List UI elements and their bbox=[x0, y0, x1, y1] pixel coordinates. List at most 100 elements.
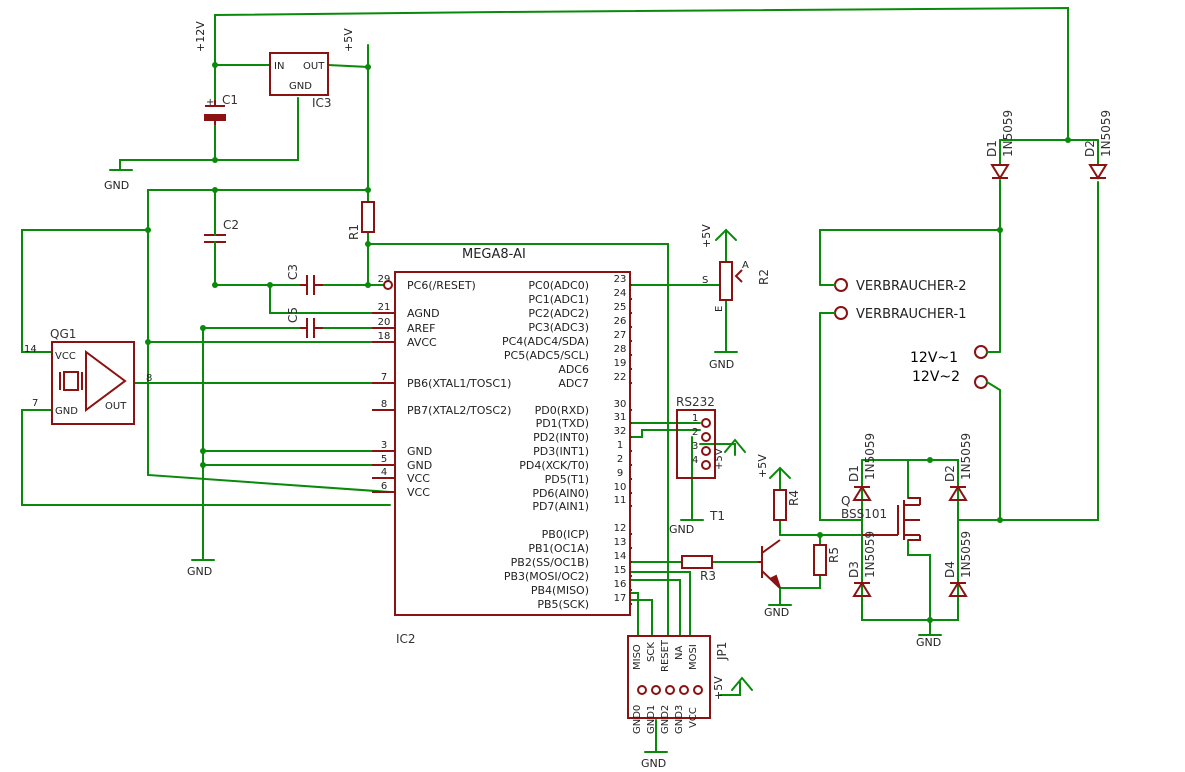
svg-text:OUT: OUT bbox=[105, 401, 127, 412]
gnd-symbol-transistor: GND bbox=[764, 604, 792, 619]
mcu-right-pin-label: PB2(SS/OC1B) bbox=[511, 556, 589, 569]
diode-d3-bridge: D3 1N5059 bbox=[847, 531, 877, 597]
svg-text:14: 14 bbox=[24, 344, 37, 355]
mcu-left-pin-label: VCC bbox=[407, 472, 430, 485]
svg-text:D4: D4 bbox=[943, 561, 957, 578]
mcu-right-pin-label: PD1(TXD) bbox=[536, 417, 589, 430]
mcu-left-pin-number: 20 bbox=[378, 317, 391, 328]
svg-text:MOSI: MOSI bbox=[688, 644, 699, 670]
svg-text:8: 8 bbox=[146, 373, 152, 384]
svg-text:E: E bbox=[714, 306, 725, 312]
svg-text:GND0: GND0 bbox=[632, 705, 643, 734]
svg-text:+5V: +5V bbox=[342, 28, 355, 52]
mcu-right-pin-number: 1 bbox=[617, 440, 623, 451]
svg-text:GND: GND bbox=[709, 358, 734, 371]
svg-text:C1: C1 bbox=[222, 93, 238, 107]
svg-text:GND3: GND3 bbox=[674, 705, 685, 734]
mcu-right-pin-label: PD0(RXD) bbox=[535, 404, 589, 417]
svg-text:1: 1 bbox=[692, 413, 698, 424]
mcu-right-pin-label: PC4(ADC4/SDA) bbox=[502, 335, 589, 348]
mcu-right-pin-number: 15 bbox=[614, 565, 627, 576]
svg-text:+5V: +5V bbox=[756, 454, 769, 478]
power-12v: +12V bbox=[194, 21, 207, 52]
mcu-right-pin-number: 19 bbox=[614, 358, 627, 369]
svg-text:VERBRAUCHER-1: VERBRAUCHER-1 bbox=[856, 307, 967, 322]
mcu-left-pin-label: GND bbox=[407, 445, 432, 458]
svg-text:GND: GND bbox=[289, 81, 312, 92]
mcu-right-pin-label: PB4(MISO) bbox=[531, 584, 589, 597]
svg-text:7: 7 bbox=[32, 398, 38, 409]
svg-text:GND1: GND1 bbox=[646, 705, 657, 734]
power-5v-rs232 bbox=[724, 438, 746, 453]
voltage-regulator-ic3: IN OUT GND IC3 bbox=[269, 52, 332, 110]
mcu-right-pin-label: PD5(T1) bbox=[545, 473, 589, 486]
svg-text:VCC: VCC bbox=[55, 351, 76, 362]
mcu-right-pin-label: PD7(AIN1) bbox=[532, 500, 589, 513]
mcu-left-pin-label: PB7(XTAL2/TOSC2) bbox=[407, 404, 511, 417]
mcu-right-pin-number: 12 bbox=[614, 523, 627, 534]
mcu-right-pin-number: 23 bbox=[614, 274, 627, 285]
power-5v-pot: +5V bbox=[700, 224, 737, 248]
mcu-right-pin-number: 17 bbox=[614, 593, 627, 604]
terminal-verbraucher-2: VERBRAUCHER-2 bbox=[819, 278, 967, 294]
mcu-right-pin-number: 14 bbox=[614, 551, 627, 562]
mcu-right-pin-label: PC0(ADC0) bbox=[528, 279, 589, 292]
rs232-connector: 1 2 3 4 RS232 +5V bbox=[676, 395, 725, 479]
mcu-right-pin-label: PC5(ADC5/SCL) bbox=[504, 349, 589, 362]
power-5v-regulator: +5V bbox=[342, 28, 355, 52]
svg-text:NA: NA bbox=[674, 646, 685, 660]
diode-d2-bridge: D2 1N5059 bbox=[943, 433, 973, 501]
mcu-right-pin-number: 32 bbox=[614, 426, 627, 437]
svg-text:SCK: SCK bbox=[646, 642, 657, 662]
isp-header-jp1: MISO SCK RESET NA MOSI GND0 GND1 GND2 GN… bbox=[627, 635, 729, 734]
svg-text:R3: R3 bbox=[700, 569, 716, 583]
svg-text:1N5059: 1N5059 bbox=[959, 433, 973, 480]
oscillator-qg1: VCC GND OUT QG1 14 7 8 bbox=[24, 327, 152, 425]
svg-text:R5: R5 bbox=[827, 547, 841, 563]
svg-text:1N5059: 1N5059 bbox=[863, 531, 877, 578]
svg-text:RESET: RESET bbox=[660, 639, 671, 672]
svg-text:1N5059: 1N5059 bbox=[1001, 110, 1015, 157]
svg-text:BSS101: BSS101 bbox=[841, 507, 887, 521]
svg-text:D2: D2 bbox=[943, 465, 957, 482]
gnd-symbol-pot: GND bbox=[709, 351, 738, 371]
mcu-right-pin-number: 11 bbox=[614, 495, 627, 506]
transistor-t1: T1 bbox=[709, 509, 781, 589]
svg-text:GND: GND bbox=[764, 606, 789, 619]
power-5v-transistor: +5V bbox=[756, 454, 791, 479]
svg-text:1N5059: 1N5059 bbox=[1099, 110, 1113, 157]
capacitor-c2: C2 bbox=[204, 218, 239, 247]
svg-text:3: 3 bbox=[692, 441, 698, 452]
mcu-right-pin-label: PD6(AIN0) bbox=[532, 487, 589, 500]
mcu-left-pin-number: 18 bbox=[378, 331, 391, 342]
diode-d4-bridge: D4 1N5059 bbox=[943, 531, 973, 597]
svg-text:IN: IN bbox=[274, 61, 284, 72]
mcu-right-pin-label: PD4(XCK/T0) bbox=[519, 459, 589, 472]
mcu-left-pin-number: 21 bbox=[378, 302, 391, 313]
terminal-12v-ac-1: 12V~1 bbox=[910, 345, 1001, 366]
mcu-right-pin-number: 26 bbox=[614, 316, 627, 327]
svg-text:JP1: JP1 bbox=[715, 642, 729, 661]
mcu-left-pin-label: VCC bbox=[407, 486, 430, 499]
power-5v-jp1: +5V bbox=[712, 676, 753, 700]
svg-text:D1: D1 bbox=[847, 465, 861, 482]
svg-text:RS232: RS232 bbox=[676, 395, 715, 409]
mcu-right-pin-number: 28 bbox=[614, 344, 627, 355]
mcu-left-pin-number: 29 bbox=[378, 274, 391, 285]
mcu-left-pin-label: PC6(/RESET) bbox=[407, 279, 476, 292]
svg-text:QG1: QG1 bbox=[50, 327, 76, 341]
diode-d1-upper: D1 1N5059 bbox=[985, 110, 1015, 180]
mcu-left-pin-number: 5 bbox=[381, 454, 387, 465]
junctions bbox=[145, 62, 1071, 623]
mcu-right-pin-label: PC3(ADC3) bbox=[528, 321, 589, 334]
svg-text:VCC: VCC bbox=[688, 707, 699, 728]
svg-text:+5V: +5V bbox=[712, 676, 725, 700]
svg-text:R1: R1 bbox=[347, 224, 361, 240]
mcu-left-pin-number: 4 bbox=[381, 467, 387, 478]
gnd-symbol-rs232: GND bbox=[669, 519, 704, 536]
mcu-left-pin-label: AGND bbox=[407, 307, 440, 320]
mcu-left-pin-label: AREF bbox=[407, 322, 435, 335]
mcu-right-pin-number: 24 bbox=[614, 288, 627, 299]
mcu-right-pin-number: 22 bbox=[614, 372, 627, 383]
